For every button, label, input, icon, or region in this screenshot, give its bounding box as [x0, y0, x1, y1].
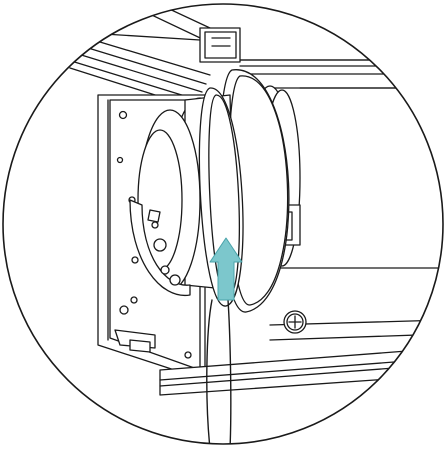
detail-circle-border — [2, 3, 444, 445]
up-arrow-icon — [209, 237, 243, 301]
top-bracket-clip — [199, 27, 241, 63]
phillips-screw-icon — [283, 310, 307, 334]
bottom-rail — [159, 319, 443, 396]
gear-shell — [129, 199, 191, 296]
power-cord — [206, 299, 232, 444]
